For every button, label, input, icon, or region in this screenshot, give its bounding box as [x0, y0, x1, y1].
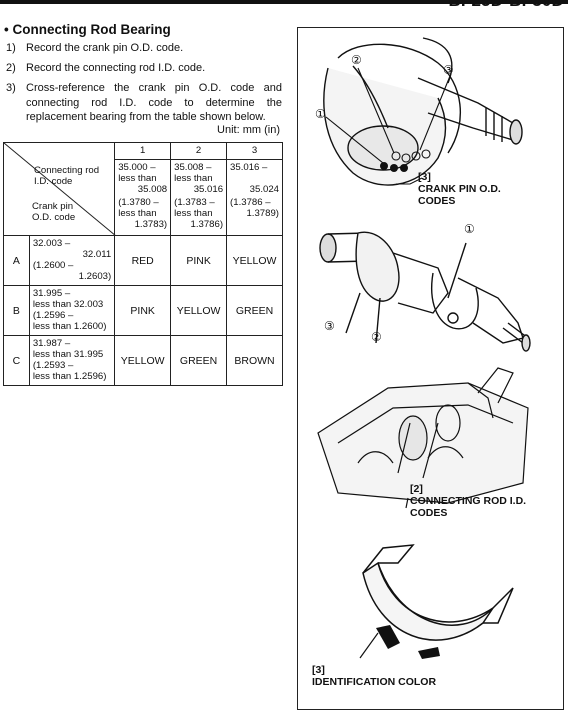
range-line: 31.987 –: [32, 338, 71, 349]
row-range: 31.987 – less than 31.995 (1.2593 – less…: [28, 335, 116, 386]
table-row: B 31.995 – less than 32.003 (1.2596 – le…: [3, 285, 283, 336]
step-number: 2): [6, 62, 16, 74]
rod-caption-1: CONNECTING ROD I.D.: [410, 495, 527, 507]
section-title: • Connecting Rod Bearing: [4, 22, 171, 37]
step-number: 1): [6, 42, 16, 54]
corner-top-label: Connecting rod I.D. code: [34, 165, 100, 187]
range-line: 35.008: [137, 183, 168, 195]
bearing-color-cell: RED: [114, 235, 172, 286]
range-line: (1.3783 –: [174, 196, 215, 208]
bearing-caption: IDENTIFICATION COLOR: [312, 676, 437, 688]
step-text: Record the crank pin O.D. code.: [26, 42, 184, 54]
range-line: less than: [118, 207, 157, 219]
range-line: 1.3783): [134, 218, 168, 230]
figure-ref-3: [3]: [312, 664, 325, 676]
step-number: 3): [6, 82, 16, 94]
rod-caption-2: CODES: [410, 507, 448, 519]
bearing-shell-illustration: [359, 544, 514, 659]
range-line: (1.2593 –: [32, 360, 74, 371]
bearing-color-cell: PINK: [114, 285, 172, 336]
figure-ref-3: [3]: [418, 171, 431, 183]
crank-pin-caption-2: CODES: [418, 195, 456, 207]
bearing-selection-table: Connecting rod I.D. code Crank pin O.D. …: [2, 142, 283, 386]
range-line: less than 1.2596): [32, 371, 107, 382]
column-code-2: 2: [170, 142, 228, 160]
engine-block-illustration: [317, 367, 529, 509]
step-text: Cross-reference the crank pin O.D. code …: [26, 82, 282, 123]
range-line: 35.000 –: [118, 161, 156, 173]
step-2: 2) Record the connecting rod I.D. code.: [6, 61, 282, 76]
range-line: (1.3786 –: [230, 196, 271, 208]
bearing-color-cell: GREEN: [226, 285, 283, 336]
range-line: less than: [174, 172, 213, 184]
bearing-color-cell: YELLOW: [170, 285, 228, 336]
crankshaft-illustration: [319, 231, 531, 352]
crank-pin-illustration: [323, 37, 523, 186]
range-line: less than: [118, 172, 157, 184]
range-line: less than 1.2600): [32, 321, 107, 332]
figure-ref-2: [2]: [410, 483, 423, 495]
table-range-row: 35.000 – less than 35.008 (1.3780 – less…: [4, 158, 283, 237]
bearing-color-cell: PINK: [170, 235, 228, 286]
row-range: 32.003 – 32.011 (1.2600 – 1.2603): [28, 235, 116, 286]
callout-1: ①: [464, 222, 475, 236]
range-line: 35.008 –: [174, 161, 212, 173]
step-text: Record the connecting rod I.D. code.: [26, 62, 206, 74]
row-code: C: [3, 335, 30, 386]
bearing-color-cell: YELLOW: [114, 335, 172, 386]
step-3: 3) Cross-reference the crank pin O.D. co…: [6, 81, 282, 125]
figure-panel: ① ② ③ [3] CRANK PIN O.D. CODES ① ② ③: [297, 27, 564, 710]
range-line: [230, 173, 279, 184]
range-line: less than: [174, 207, 213, 219]
row-code: B: [3, 285, 30, 336]
row-code: A: [3, 235, 30, 286]
callout-1: ①: [315, 107, 326, 121]
table-row: A 32.003 – 32.011 (1.2600 – 1.2603) RED …: [3, 235, 283, 286]
bearing-color-cell: GREEN: [170, 335, 228, 386]
table-corner-cell: Connecting rod I.D. code Crank pin O.D. …: [2, 142, 116, 236]
row-range: 31.995 – less than 32.003 (1.2596 – less…: [28, 285, 116, 336]
column-range-1: 35.000 – less than 35.008 (1.3780 – less…: [114, 158, 172, 237]
range-line: (1.3780 –: [118, 196, 159, 208]
header-rule: [0, 0, 568, 4]
corner-diagonal: [4, 143, 116, 236]
bearing-color-cell: BROWN: [226, 335, 283, 386]
unit-label: Unit: mm (in): [217, 124, 280, 136]
range-line: 31.995 –: [32, 288, 71, 299]
column-code-1: 1: [114, 142, 172, 160]
range-line: 1.3789): [246, 207, 279, 219]
corner-bottom-label: Crank pin O.D. code: [32, 201, 76, 223]
range-line: 1.3786): [190, 218, 224, 230]
range-line: less than 32.003: [32, 299, 104, 310]
callout-3: ③: [443, 63, 454, 77]
range-line: 1.2603): [78, 271, 112, 282]
crank-pin-caption-1: CRANK PIN O.D.: [418, 183, 501, 195]
range-line: (1.2600 –: [32, 260, 74, 271]
column-range-2: 35.008 – less than 35.016 (1.3783 – less…: [170, 158, 228, 237]
range-line: 32.003 –: [32, 238, 71, 249]
range-line: less than 31.995: [32, 349, 104, 360]
callout-2: ②: [351, 53, 362, 67]
callout-2: ②: [371, 330, 382, 344]
column-range-3: 35.016 – 35.024 (1.3786 – 1.3789): [226, 158, 283, 237]
bearing-color-cell: YELLOW: [226, 235, 283, 286]
step-1: 1) Record the crank pin O.D. code.: [6, 41, 282, 56]
table-row: C 31.987 – less than 31.995 (1.2593 – le…: [3, 335, 283, 386]
range-line: 35.016 –: [230, 161, 268, 173]
range-line: 35.016: [193, 183, 224, 195]
model-title: BF25D·BF30D: [448, 0, 564, 10]
range-line: 35.024: [249, 183, 279, 195]
range-line: (1.2596 –: [32, 310, 74, 321]
callout-3: ③: [324, 319, 335, 333]
column-code-3: 3: [226, 142, 283, 160]
table-header-row: Connecting rod I.D. code Crank pin O.D. …: [2, 142, 283, 236]
range-line: 32.011: [82, 249, 112, 260]
